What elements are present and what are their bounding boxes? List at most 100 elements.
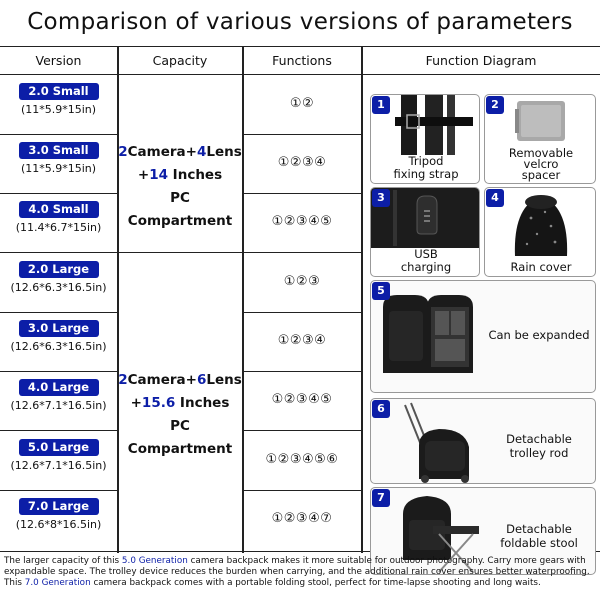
camera-label: Camera+ — [127, 144, 197, 160]
camera-label: Camera+ — [127, 372, 197, 388]
feature-label: spacer — [521, 168, 561, 182]
feature-label: fixing strap — [393, 167, 459, 181]
feature-label: Can be expanded — [488, 328, 590, 342]
divider — [243, 490, 361, 491]
capacity-large: 2Camera+6Lens +15.6 Inches PC Compartmen… — [118, 369, 242, 461]
divider — [117, 47, 119, 553]
camera-count: 2 — [118, 144, 128, 160]
plus-sign: + — [130, 395, 142, 411]
feature-card-3: 3 USB charging — [370, 187, 480, 277]
version-row: 4.0 Large (12.6*7.1*16.5in) — [0, 373, 117, 413]
description-note: The larger capacity of this 5.0 Generati… — [4, 556, 596, 589]
divider — [0, 490, 117, 491]
functions-cell: ①②③④ — [277, 333, 327, 348]
feature-number: 7 — [372, 489, 390, 507]
camera-count: 2 — [118, 372, 128, 388]
velcro-spacer-icon — [515, 101, 565, 141]
version-badge: 3.0 Small — [18, 142, 99, 159]
generation-highlight: 7.0 Generation — [24, 578, 91, 588]
functions-cell: ①②③ — [283, 274, 321, 289]
version-dimensions: (11.4*6.7*15in) — [15, 221, 102, 234]
laptop-inches: 14 — [149, 167, 168, 183]
version-row: 7.0 Large (12.6*8*16.5in) — [0, 492, 117, 532]
feature-label: foldable stool — [500, 536, 578, 550]
feature-label: Rain cover — [510, 260, 572, 274]
divider — [243, 430, 361, 431]
feature-card-6: 6 Detachable trolley rod — [370, 398, 596, 484]
divider — [243, 312, 361, 313]
version-badge: 7.0 Large — [18, 498, 99, 515]
feature-card-7: 7 Detachable foldable stool — [370, 487, 596, 575]
header-version: Version — [0, 47, 117, 75]
tripod-strap-icon — [395, 95, 473, 155]
functions-cell: ①②③④⑤⑥ — [265, 452, 339, 467]
lens-label: Lens — [206, 144, 242, 160]
generation-highlight: 5.0 Generation — [121, 556, 188, 566]
stool-backpack-icon — [403, 496, 479, 573]
trolley-backpack-icon — [404, 402, 469, 483]
feature-label: Removable — [508, 146, 574, 160]
capacity-small: 2Camera+4Lens +14 Inches PC Compartment — [118, 141, 242, 233]
page-title: Comparison of various versions of parame… — [27, 9, 573, 35]
divider — [242, 47, 244, 553]
feature-card-1: 1 Tripod fixing strap — [370, 94, 480, 184]
divider — [0, 193, 117, 194]
feature-card-5: 5 Can be expanded — [370, 280, 596, 393]
divider — [243, 252, 361, 253]
version-row: 3.0 Large (12.6*6.3*16.5in) — [0, 314, 117, 354]
functions-cell: ①②③④⑦ — [271, 511, 333, 526]
note-text: camera backpack comes with a portable fo… — [90, 578, 541, 588]
feature-label: velcro — [523, 157, 559, 171]
functions-cell: ①②③④ — [277, 155, 327, 170]
version-badge: 4.0 Large — [18, 379, 99, 396]
expandable-backpack-icon — [383, 295, 473, 373]
version-dimensions: (12.6*6.3*16.5in) — [10, 340, 107, 353]
version-dimensions: (12.6*8*16.5in) — [15, 518, 102, 531]
feature-label: Detachable — [506, 522, 572, 536]
feature-number: 1 — [372, 96, 390, 114]
feature-number: 6 — [372, 400, 390, 418]
functions-cell: ①② — [289, 96, 315, 111]
laptop-inches: 15.6 — [141, 395, 176, 411]
lens-count: 6 — [196, 372, 207, 388]
note-text: camera backpack makes it more suitable f… — [4, 556, 590, 588]
divider — [0, 312, 117, 313]
pc-compartment: PC Compartment — [127, 418, 233, 457]
feature-number: 3 — [372, 189, 390, 207]
inches-label: Inches — [167, 167, 223, 183]
divider — [243, 371, 361, 372]
feature-label: charging — [400, 260, 452, 274]
feature-number: 5 — [372, 282, 390, 300]
feature-label: Tripod — [408, 154, 444, 168]
feature-card-2: 2 Removable velcro spacer — [484, 94, 596, 184]
version-dimensions: (12.6*6.3*16.5in) — [10, 281, 107, 294]
feature-label: Detachable — [506, 432, 572, 446]
version-dimensions: (11*5.9*15in) — [20, 103, 97, 116]
feature-label: trolley rod — [509, 446, 569, 460]
divider — [0, 252, 242, 253]
version-badge: 5.0 Large — [18, 439, 99, 456]
version-row: 3.0 Small (11*5.9*15in) — [0, 136, 117, 176]
functions-cell: ①②③④⑤ — [271, 214, 333, 229]
version-row: 2.0 Small (11*5.9*15in) — [0, 77, 117, 117]
lens-label: Lens — [206, 372, 242, 388]
feature-label: USB — [414, 247, 438, 261]
version-row: 4.0 Small (11.4*6.7*15in) — [0, 195, 117, 235]
plus-sign: + — [137, 167, 150, 183]
header-diagram: Function Diagram — [362, 47, 600, 75]
functions-cell: ①②③④⑤ — [271, 392, 333, 407]
divider — [0, 134, 117, 135]
feature-number: 4 — [486, 189, 504, 207]
divider — [0, 371, 117, 372]
divider — [243, 134, 361, 135]
feature-number: 2 — [486, 96, 504, 114]
version-dimensions: (11*5.9*15in) — [20, 162, 97, 175]
feature-card-4: 4 Rain cover — [484, 187, 596, 277]
pc-compartment: PC Compartment — [127, 190, 233, 229]
version-row: 2.0 Large (12.6*6.3*16.5in) — [0, 255, 117, 295]
rain-cover-icon — [514, 195, 568, 256]
version-dimensions: (12.6*7.1*16.5in) — [10, 399, 107, 412]
divider — [361, 47, 363, 553]
comparison-table: Version Capacity Functions Function Diag… — [0, 46, 600, 575]
lens-count: 4 — [196, 144, 207, 160]
